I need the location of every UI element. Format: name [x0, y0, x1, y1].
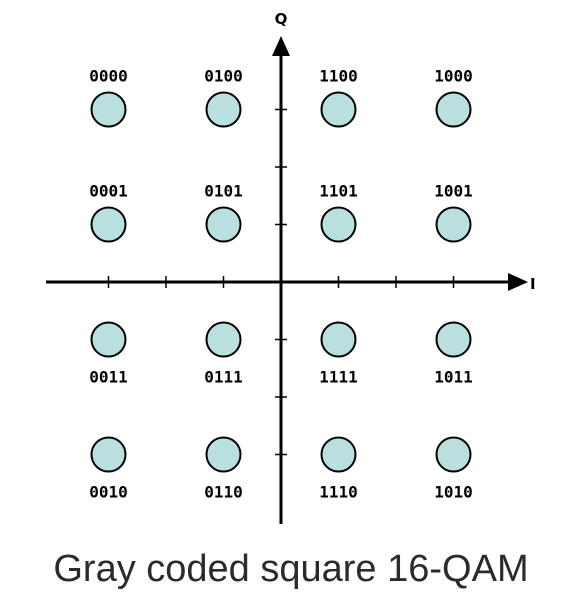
- i-axis-label: I: [530, 275, 536, 293]
- bit-label: 1011: [434, 368, 473, 387]
- diagram-caption: Gray coded square 16-QAM: [53, 548, 529, 590]
- bit-label: 1100: [319, 67, 358, 86]
- constellation-diagram: 0000 0100 1100 1000 0001 0101 1101 1001 0011 0111…: [46, 10, 536, 524]
- bit-label: 1001: [434, 182, 473, 201]
- bit-label: 1000: [434, 67, 473, 86]
- bit-label: 0110: [204, 483, 243, 502]
- i-axis-arrowhead: [508, 273, 528, 291]
- constellation-point: [320, 321, 357, 358]
- bit-label: 1010: [434, 483, 473, 502]
- bit-label: 0101: [204, 182, 243, 201]
- bit-label: 0000: [89, 67, 128, 86]
- bit-label: 0011: [89, 368, 128, 387]
- bit-label: 0111: [204, 368, 243, 387]
- bit-label: 1101: [319, 182, 358, 201]
- axes: [46, 36, 528, 524]
- constellation-point: [205, 436, 242, 473]
- bit-label: 1111: [319, 368, 358, 387]
- constellation-point: [320, 436, 357, 473]
- constellation-points: 0000 0100 1100 1000 0001 0101 1101 1001 0011 0111…: [89, 67, 473, 502]
- constellation-point: [205, 91, 242, 128]
- constellation-point: [90, 206, 127, 243]
- bit-label: 0100: [204, 67, 243, 86]
- constellation-point: [205, 321, 242, 358]
- constellation-point: [435, 91, 472, 128]
- constellation-point: [435, 436, 472, 473]
- constellation-point: [320, 206, 357, 243]
- constellation-point: [205, 206, 242, 243]
- bit-label: 0001: [89, 182, 128, 201]
- constellation-point: [435, 321, 472, 358]
- constellation-point: [435, 206, 472, 243]
- constellation-point: [90, 436, 127, 473]
- bit-label: 1110: [319, 483, 358, 502]
- constellation-point: [90, 321, 127, 358]
- constellation-point: [90, 91, 127, 128]
- bit-label: 0010: [89, 483, 128, 502]
- q-axis-label: Q: [275, 10, 288, 28]
- constellation-point: [320, 91, 357, 128]
- q-axis-arrowhead: [272, 36, 290, 56]
